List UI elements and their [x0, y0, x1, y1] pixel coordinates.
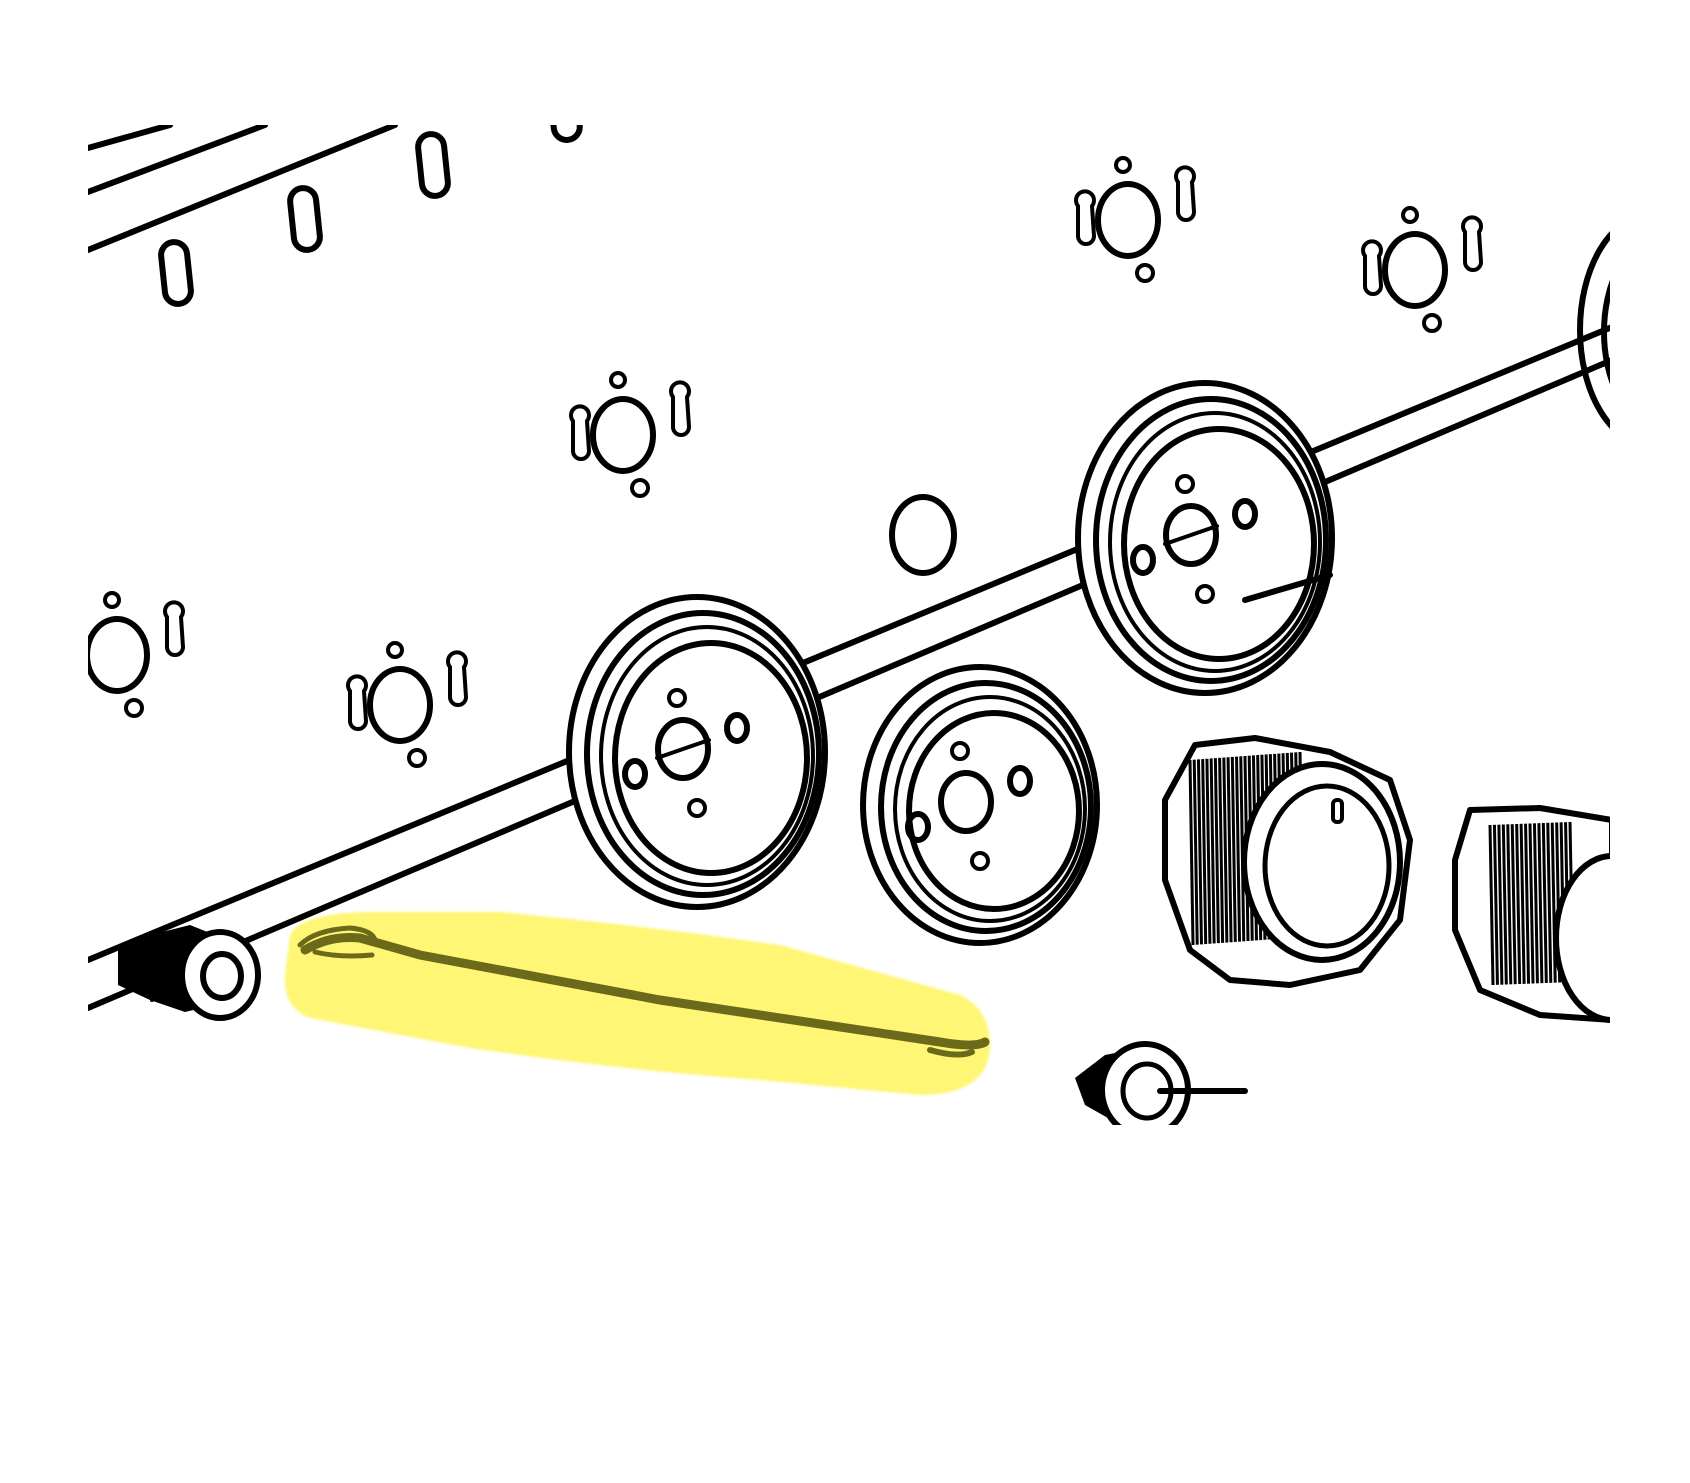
- keyhole-slot: [346, 674, 369, 731]
- pin-hole: [407, 748, 427, 768]
- pin-hole: [1401, 206, 1419, 224]
- knob-indicator: [1331, 798, 1344, 824]
- keyhole-cluster: [65, 591, 186, 718]
- pin-hole: [386, 641, 404, 659]
- pin-hole: [970, 851, 990, 871]
- bolt-hole: [905, 811, 931, 843]
- keyhole-slot: [163, 600, 186, 657]
- mount-hole: [1095, 181, 1161, 259]
- shaft-rod: [88, 324, 1610, 1011]
- bolt-hole: [1007, 765, 1033, 797]
- mount-hole: [590, 396, 656, 474]
- pin-hole: [1422, 313, 1442, 333]
- edge-wheel: [1577, 231, 1610, 429]
- mount-hole: [88, 616, 150, 694]
- keyhole-cluster: [1074, 156, 1197, 283]
- slot-hole: [287, 185, 323, 253]
- hub-hole: [938, 770, 994, 834]
- loose-ring: [889, 494, 957, 576]
- bolt-hole: [622, 758, 648, 790]
- pin-hole: [1114, 156, 1132, 174]
- hub-hole: [655, 717, 711, 781]
- front-panel-plate: [88, 125, 583, 307]
- pin-hole: [667, 688, 687, 708]
- keyhole-slot: [569, 404, 592, 461]
- mount-hole: [367, 666, 433, 744]
- drawing-crop-area: [65, 125, 1610, 1125]
- keyhole-slot: [1461, 215, 1484, 272]
- pin-hole: [1195, 584, 1215, 604]
- keyhole-cluster: [1361, 206, 1484, 333]
- pulley-large-right: [1075, 380, 1335, 696]
- pin-hole: [687, 798, 707, 818]
- knurled-knob: [1162, 735, 1413, 988]
- bolt-hole: [1130, 544, 1156, 576]
- keyhole-slot: [1074, 189, 1097, 246]
- slot-hole: [549, 125, 583, 143]
- pin-hole: [1135, 263, 1155, 283]
- keyhole-cluster: [569, 371, 692, 498]
- small-bushing-with-pin: [1075, 1041, 1248, 1125]
- mount-hole: [1382, 231, 1448, 309]
- pin-hole: [630, 478, 650, 498]
- left-shaft-bushing: [118, 925, 261, 1021]
- keyhole-slot: [65, 626, 83, 679]
- pin-hole: [609, 371, 627, 389]
- pulley-large-left: [566, 594, 828, 910]
- keyhole-slot: [446, 650, 469, 707]
- slot-hole: [158, 239, 194, 307]
- pin-hole: [1175, 474, 1195, 494]
- pin-hole: [124, 698, 144, 718]
- hub-hole: [1163, 503, 1219, 567]
- keyhole-slot: [669, 380, 692, 437]
- keyhole-cluster: [346, 641, 469, 768]
- highlighted-spring-wire: [284, 912, 991, 1095]
- pin-hole: [103, 591, 121, 609]
- pulley-group: [566, 380, 1335, 946]
- pulley-pointer-line: [1242, 572, 1333, 603]
- bolt-hole: [724, 712, 750, 744]
- keyhole-slot: [1361, 239, 1384, 296]
- bolt-hole: [1232, 498, 1258, 530]
- keyhole-slot: [1174, 165, 1197, 222]
- pin-hole: [950, 741, 970, 761]
- slot-hole: [415, 131, 451, 199]
- keyhole-mounting-holes: [65, 156, 1484, 768]
- knurled-knob-right: [1452, 805, 1610, 1023]
- pulley-center: [860, 664, 1100, 946]
